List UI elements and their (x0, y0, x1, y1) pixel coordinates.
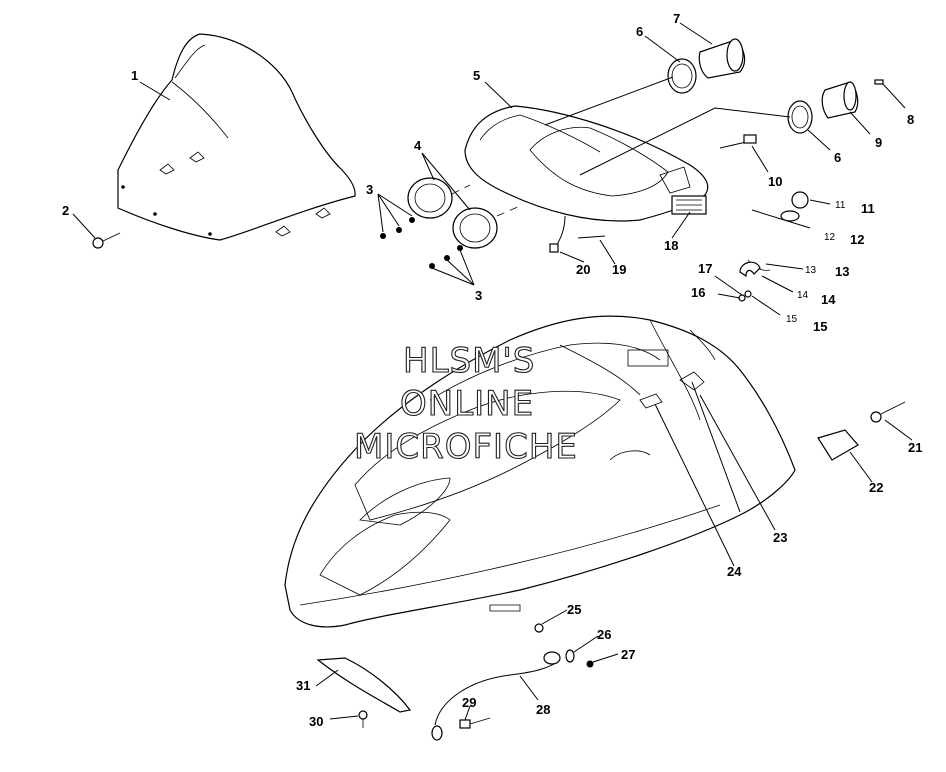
callout-7: 7 (673, 11, 680, 26)
callout-29: 29 (462, 695, 476, 710)
callout-19: 19 (612, 262, 626, 277)
bracket-22 (817, 401, 906, 461)
callout-23: 23 (773, 530, 787, 545)
callout-22: 22 (869, 480, 883, 495)
callout-28: 28 (536, 702, 550, 717)
callout-10: 10 (768, 174, 782, 189)
leader-lines (72, 22, 913, 721)
callout-25: 25 (567, 602, 581, 617)
callout-5: 5 (473, 68, 480, 83)
callout-13: 13 (835, 264, 849, 279)
tachometer-7 (667, 38, 746, 94)
callout-12-small: 12 (824, 232, 836, 243)
callout-12: 12 (850, 232, 864, 247)
callout-13-small: 13 (805, 265, 817, 276)
callout-21: 21 (908, 440, 922, 455)
watermark-line-3: MICROFICHE (354, 427, 578, 467)
callout-16: 16 (691, 285, 705, 300)
watermark: HLSM'S ONLINE MICROFICHE (353, 340, 578, 467)
callout-27: 27 (621, 647, 635, 662)
callout-24: 24 (727, 564, 742, 579)
callout-6-upper: 6 (636, 24, 643, 39)
dash-console (464, 105, 709, 222)
screw-2 (92, 232, 121, 249)
gauge-bezels (407, 177, 521, 249)
callout-14-small: 14 (797, 290, 809, 301)
callout-2: 2 (62, 203, 69, 218)
nuts-3 (380, 217, 463, 269)
lower-parts (316, 623, 594, 741)
callout-11-small: 11 (835, 200, 846, 211)
callout-8: 8 (907, 112, 914, 127)
watermark-line-1: HLSM'S (403, 341, 535, 381)
watermark-line-2: ONLINE (400, 384, 534, 424)
windshield (117, 33, 356, 241)
speedometer-9 (787, 79, 884, 134)
callout-9: 9 (875, 135, 882, 150)
callout-1: 1 (131, 68, 138, 83)
callout-labels: 1 2 3 3 4 5 6 6 7 8 9 10 11 11 12 12 13 … (62, 11, 922, 729)
callout-17: 17 (698, 261, 712, 276)
callout-20: 20 (576, 262, 590, 277)
callout-3-lower: 3 (475, 288, 482, 303)
callout-15: 15 (813, 319, 827, 334)
callout-14: 14 (821, 292, 836, 307)
callout-31: 31 (296, 678, 310, 693)
callout-3-upper: 3 (366, 182, 373, 197)
callout-30: 30 (309, 714, 323, 729)
callout-4: 4 (414, 138, 422, 153)
callout-6-lower: 6 (834, 150, 841, 165)
callout-11: 11 (861, 201, 875, 216)
hood (284, 315, 796, 628)
callout-15-small: 15 (786, 314, 798, 325)
callout-18: 18 (664, 238, 678, 253)
callout-26: 26 (597, 627, 611, 642)
wiring (544, 76, 809, 302)
